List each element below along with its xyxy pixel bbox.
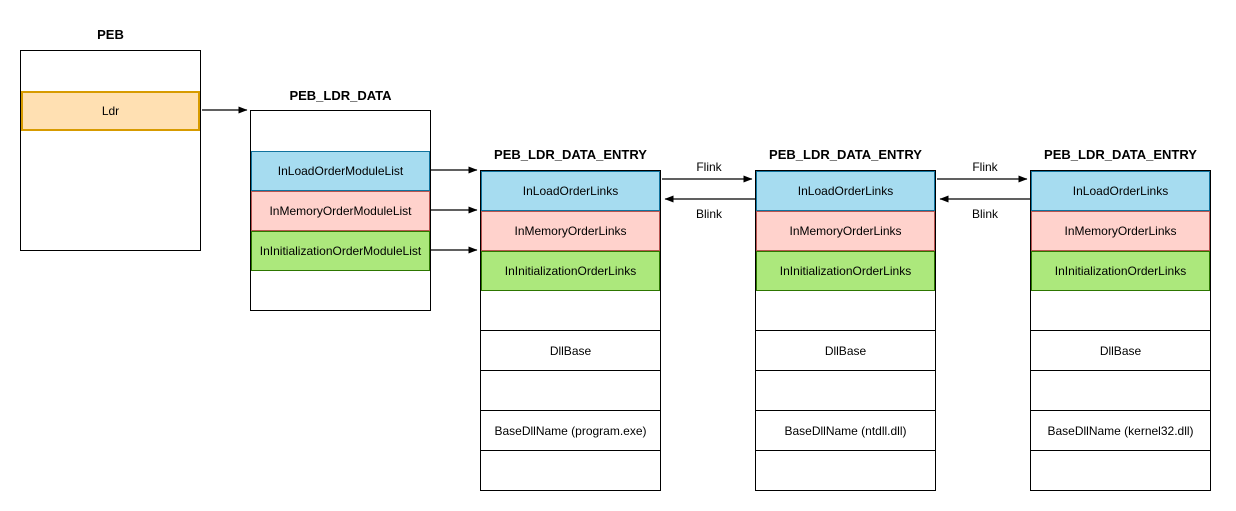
entry-2-row-empty-1: [756, 291, 935, 331]
ldr-data-row-in-memory-order-module-list: InMemoryOrderModuleList: [251, 191, 430, 231]
peb-row-ldr: Ldr: [21, 91, 200, 131]
entry-1-row-in-load-order-links: InLoadOrderLinks: [481, 171, 660, 211]
entry-3-row-empty-1: [1031, 291, 1210, 331]
blink-label-2: Blink: [971, 207, 998, 221]
peb-ldr-data-box: InLoadOrderModuleList InMemoryOrderModul…: [250, 110, 431, 311]
entry-2-row-empty-3: [756, 451, 935, 490]
entry-1-row-empty-3: [481, 451, 660, 490]
entry-1-row-in-memory-order-links: InMemoryOrderLinks: [481, 211, 660, 251]
entry-2-row-in-initialization-order-links: InInitializationOrderLinks: [756, 251, 935, 291]
ldr-data-row-in-load-order-module-list: InLoadOrderModuleList: [251, 151, 430, 191]
entry-1-row-dllbase: DllBase: [481, 331, 660, 371]
entry-2-row-in-load-order-links: InLoadOrderLinks: [756, 171, 935, 211]
entry-2-row-in-memory-order-links: InMemoryOrderLinks: [756, 211, 935, 251]
entry-2-row-empty-2: [756, 371, 935, 411]
entry-2-row-dllbase: DllBase: [756, 331, 935, 371]
entry-2-row-basedllname: BaseDllName (ntdll.dll): [756, 411, 935, 451]
entry-1-title: PEB_LDR_DATA_ENTRY: [494, 147, 647, 162]
ldr-data-entry-box-1: InLoadOrderLinks InMemoryOrderLinks InIn…: [480, 170, 661, 491]
entry-3-row-empty-2: [1031, 371, 1210, 411]
peb-row-empty-2: [21, 131, 200, 250]
peb-ldr-data-title: PEB_LDR_DATA: [289, 88, 392, 103]
entry-3-row-in-initialization-order-links: InInitializationOrderLinks: [1031, 251, 1210, 291]
entry-3-row-dllbase: DllBase: [1031, 331, 1210, 371]
entry-3-row-basedllname: BaseDllName (kernel32.dll): [1031, 411, 1210, 451]
entry-1-row-empty-1: [481, 291, 660, 331]
peb-row-empty-1: [21, 51, 200, 91]
entry-3-title: PEB_LDR_DATA_ENTRY: [1044, 147, 1197, 162]
entry-1-row-empty-2: [481, 371, 660, 411]
flink-label-2: Flink: [972, 160, 998, 174]
entry-3-row-in-load-order-links: InLoadOrderLinks: [1031, 171, 1210, 211]
entry-2-title: PEB_LDR_DATA_ENTRY: [769, 147, 922, 162]
entry-3-row-in-memory-order-links: InMemoryOrderLinks: [1031, 211, 1210, 251]
flink-label-1: Flink: [696, 160, 722, 174]
peb-box: Ldr: [20, 50, 201, 251]
peb-title: PEB: [97, 27, 124, 42]
entry-1-row-in-initialization-order-links: InInitializationOrderLinks: [481, 251, 660, 291]
ldr-data-row-in-initialization-order-module-list: InInitializationOrderModuleList: [251, 231, 430, 271]
ldr-data-row-empty-2: [251, 271, 430, 310]
entry-1-row-basedllname: BaseDllName (program.exe): [481, 411, 660, 451]
blink-label-1: Blink: [695, 207, 722, 221]
ldr-data-entry-box-3: InLoadOrderLinks InMemoryOrderLinks InIn…: [1030, 170, 1211, 491]
entry-3-row-empty-3: [1031, 451, 1210, 490]
ldr-data-entry-box-2: InLoadOrderLinks InMemoryOrderLinks InIn…: [755, 170, 936, 491]
ldr-data-row-empty-1: [251, 111, 430, 151]
